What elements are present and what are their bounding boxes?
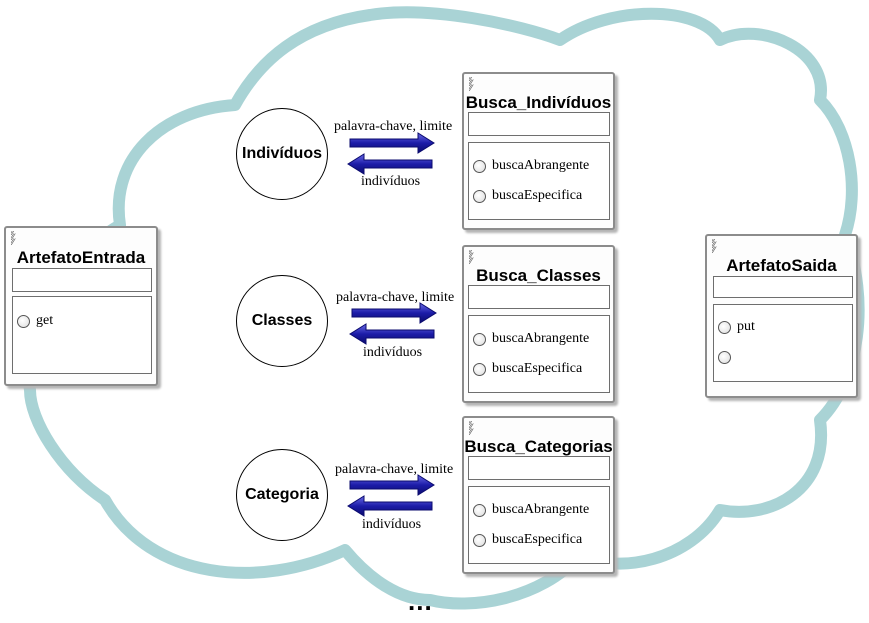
port-icon bbox=[473, 503, 486, 517]
operation-put[interactable]: put bbox=[718, 317, 755, 337]
component-busca-individuos[interactable]: ⁄⁄⁄⁄⁄⁄ Busca_Indivíduos buscaAbrangente … bbox=[462, 72, 615, 230]
operations-section: buscaAbrangente buscaEspecifica bbox=[468, 142, 610, 220]
grip-icon: ⁄⁄⁄⁄⁄⁄ bbox=[11, 231, 15, 245]
operation-get[interactable]: get bbox=[17, 311, 53, 331]
component-title: ArtefatoEntrada bbox=[16, 248, 146, 267]
request-arrow-individuos bbox=[349, 132, 435, 154]
operation-busca-abrangente[interactable]: buscaAbrangente bbox=[473, 329, 589, 349]
operation-label: buscaEspecifica bbox=[492, 532, 583, 547]
operation-label: buscaAbrangente bbox=[492, 331, 590, 346]
operation-label: get bbox=[36, 313, 54, 328]
attributes-section bbox=[468, 112, 610, 136]
request-label-categoria: palavra-chave, limite bbox=[335, 462, 454, 477]
attributes-section bbox=[713, 276, 853, 298]
port-icon bbox=[473, 362, 486, 376]
component-artefato-saida[interactable]: ⁄⁄⁄⁄⁄⁄ ArtefatoSaida put bbox=[705, 234, 858, 398]
request-label-classes: palavra-chave, limite bbox=[336, 290, 455, 305]
operation-busca-especifica[interactable]: buscaEspecifica bbox=[473, 530, 582, 550]
operations-section: put bbox=[713, 304, 853, 382]
response-label-individuos: indivíduos bbox=[361, 174, 421, 189]
operation-label: put bbox=[737, 319, 755, 334]
operation-busca-especifica[interactable]: buscaEspecifica bbox=[473, 359, 582, 379]
port-icon bbox=[473, 159, 486, 173]
port-icon bbox=[473, 189, 486, 203]
attributes-section bbox=[468, 456, 610, 480]
operation-label: buscaEspecifica bbox=[492, 361, 583, 376]
circle-individuos[interactable]: Indivíduos bbox=[236, 108, 328, 200]
operation-label: buscaAbrangente bbox=[492, 502, 590, 517]
operation-busca-abrangente[interactable]: buscaAbrangente bbox=[473, 500, 589, 520]
response-arrow-individuos bbox=[347, 153, 433, 175]
operation-busca-abrangente[interactable]: buscaAbrangente bbox=[473, 156, 589, 176]
grip-icon: ⁄⁄⁄⁄⁄⁄ bbox=[712, 239, 716, 253]
attributes-section bbox=[12, 268, 152, 292]
operations-section: buscaAbrangente buscaEspecifica bbox=[468, 486, 610, 564]
component-busca-categorias[interactable]: ⁄⁄⁄⁄⁄⁄ Busca_Categorias buscaAbrangente … bbox=[462, 416, 615, 574]
circle-classes[interactable]: Classes bbox=[236, 275, 328, 367]
component-title: Busca_Indivíduos bbox=[465, 93, 612, 112]
response-label-categoria: indivíduos bbox=[362, 517, 422, 532]
component-title: ArtefatoSaida bbox=[726, 256, 837, 275]
port-icon bbox=[718, 320, 731, 334]
operation-busca-especifica[interactable]: buscaEspecifica bbox=[473, 186, 582, 206]
component-title: Busca_Categorias bbox=[464, 437, 613, 456]
component-busca-classes[interactable]: ⁄⁄⁄⁄⁄⁄ Busca_Classes buscaAbrangente bus… bbox=[462, 245, 615, 403]
operation-label: buscaAbrangente bbox=[492, 158, 590, 173]
request-arrow-classes bbox=[351, 302, 437, 324]
request-arrow-categoria bbox=[349, 474, 435, 496]
response-arrow-categoria bbox=[347, 495, 433, 517]
operations-section: get bbox=[12, 296, 152, 374]
circle-label: Categoria bbox=[245, 486, 319, 503]
response-label-classes: indivíduos bbox=[363, 345, 423, 360]
grip-icon: ⁄⁄⁄⁄⁄⁄ bbox=[469, 421, 473, 435]
port-icon bbox=[17, 314, 30, 328]
response-arrow-classes bbox=[349, 323, 435, 345]
grip-icon: ⁄⁄⁄⁄⁄⁄ bbox=[469, 77, 473, 91]
port-icon bbox=[473, 533, 486, 547]
operations-section: buscaAbrangente buscaEspecifica bbox=[468, 315, 610, 393]
attributes-section bbox=[468, 285, 610, 309]
circle-categoria[interactable]: Categoria bbox=[236, 449, 328, 541]
circle-label: Indivíduos bbox=[242, 145, 322, 162]
ellipsis: ... bbox=[408, 586, 433, 616]
component-title: Busca_Classes bbox=[476, 266, 601, 285]
grip-icon: ⁄⁄⁄⁄⁄⁄ bbox=[469, 250, 473, 264]
port-icon bbox=[473, 332, 486, 346]
operation-label: buscaEspecifica bbox=[492, 188, 583, 203]
component-artefato-entrada[interactable]: ⁄⁄⁄⁄⁄⁄ ArtefatoEntrada get bbox=[4, 226, 158, 386]
circle-label: Classes bbox=[251, 312, 313, 329]
request-label-individuos: palavra-chave, limite bbox=[334, 119, 453, 134]
operation-unnamed[interactable] bbox=[718, 347, 737, 367]
port-icon bbox=[718, 350, 731, 364]
